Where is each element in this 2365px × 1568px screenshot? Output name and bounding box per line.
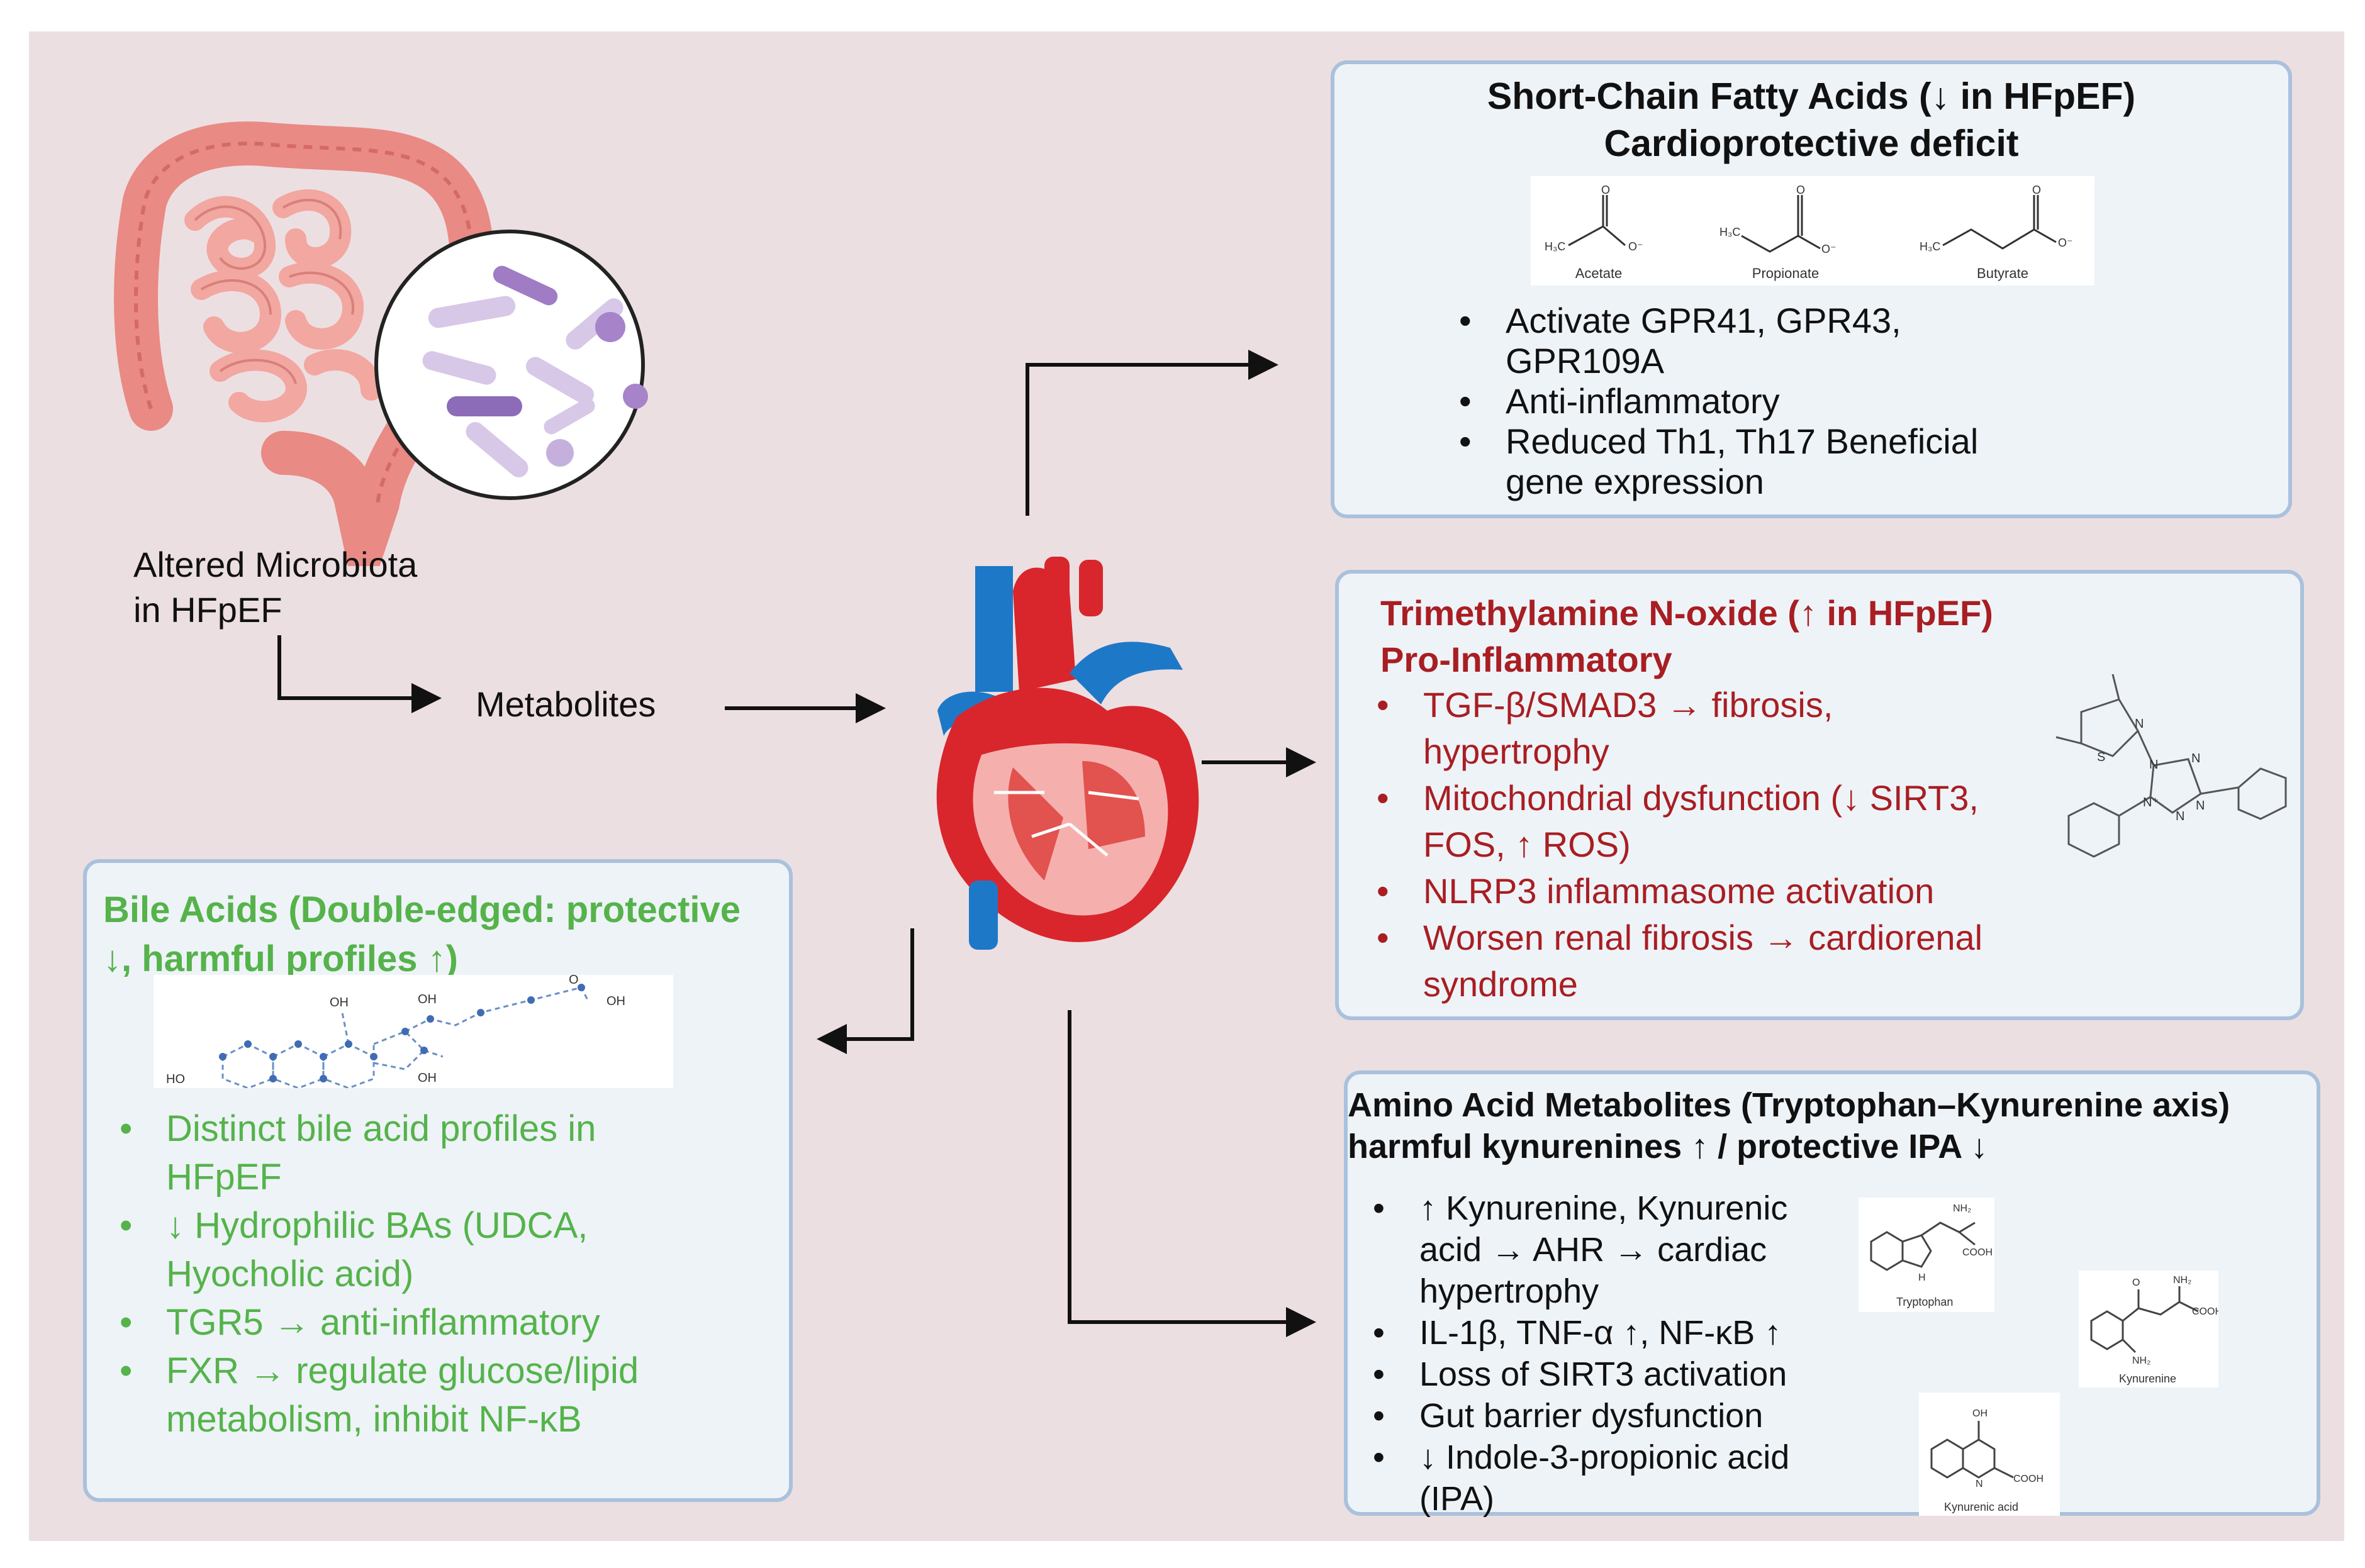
svg-text:NH₂: NH₂ (2173, 1275, 2191, 1286)
svg-text:OH: OH (1972, 1408, 1988, 1419)
svg-text:O⁻: O⁻ (1821, 243, 1837, 255)
intestine-illustration (114, 121, 648, 566)
list-item: TGF-β/SMAD3 → fibrosis,hypertrophy (1369, 682, 1982, 775)
scfa-bullets: Activate GPR41, GPR43,GPR109A Anti-infla… (1451, 301, 1978, 502)
svg-text:H₃C: H₃C (1545, 240, 1565, 253)
list-item: Anti-inflammatory (1451, 381, 1978, 421)
svg-text:O: O (1796, 184, 1805, 196)
list-item: Loss of SIRT3 activation (1365, 1354, 1789, 1395)
list-item: NLRP3 inflammasome activation (1369, 868, 1982, 915)
svg-text:O: O (2032, 184, 2041, 196)
propionate-label: Propionate (1752, 265, 1819, 281)
svg-text:COOH: COOH (1962, 1247, 1993, 1258)
tmao-title: Trimethylamine N-oxide (↑ in HFpEF) Pro-… (1380, 593, 1993, 679)
svg-text:N: N (2196, 799, 2205, 813)
butyrate-label: Butyrate (1977, 265, 2028, 281)
arrow-heart-to-amino (1068, 1010, 1316, 1337)
kynurenine-structure: O NH₂ COOH NH₂ Kynurenine (2079, 1271, 2218, 1387)
svg-text:H₃C: H₃C (1920, 240, 1940, 253)
svg-text:OH: OH (418, 993, 437, 1006)
svg-text:COOH: COOH (2192, 1306, 2218, 1317)
list-item: Gut barrier dysfunction (1365, 1395, 1789, 1437)
list-item: Mitochondrial dysfunction (↓ SIRT3,FOS, … (1369, 775, 1982, 868)
kynurenic-acid-structure: OH COOH N Kynurenic acid (1919, 1393, 2060, 1516)
svg-text:O⁻: O⁻ (1628, 240, 1643, 253)
amino-title: Amino Acid Metabolites (Tryptophan–Kynur… (1348, 1086, 2230, 1165)
svg-text:OH: OH (330, 996, 349, 1009)
bile-box: Bile Acids (Double-edged: protective ↓, … (83, 859, 793, 1502)
list-item: TGR5 → anti-inflammatory (112, 1298, 639, 1347)
bile-acid-structure: HO OH OH OH O OH (154, 975, 673, 1088)
svg-text:NH₂: NH₂ (1953, 1203, 1971, 1214)
list-item: ↓ Indole-3-propionic acid(IPA) (1365, 1437, 1789, 1520)
kynurenic-acid-label: Kynurenic acid (1944, 1501, 2018, 1513)
list-item: ↓ Hydrophilic BAs (UDCA,Hyocholic acid) (112, 1201, 639, 1298)
tmao-bullets: TGF-β/SMAD3 → fibrosis,hypertrophy Mitoc… (1369, 682, 1982, 1008)
list-item: Activate GPR41, GPR43,GPR109A (1451, 301, 1978, 381)
svg-text:O⁻: O⁻ (2058, 236, 2073, 249)
svg-text:N: N (2191, 752, 2200, 765)
svg-text:S: S (2097, 750, 2105, 764)
arrow-heart-to-scfa (1026, 350, 1278, 516)
microbiota-label: Altered Microbiota in HFpEF (133, 545, 418, 630)
svg-text:NH₂: NH₂ (2132, 1355, 2150, 1366)
svg-text:H: H (1918, 1272, 1926, 1283)
svg-text:O: O (2132, 1277, 2140, 1288)
heart-illustration (936, 557, 1199, 950)
svg-text:H₃C: H₃C (1719, 226, 1740, 238)
svg-text:O: O (1601, 184, 1610, 196)
list-item: Worsen renal fibrosis → cardiorenalsyndr… (1369, 915, 1982, 1008)
svg-text:N: N (2135, 717, 2144, 731)
tryptophan-label: Tryptophan (1896, 1296, 1953, 1308)
svg-text:OH: OH (607, 994, 625, 1008)
metabolites-label: Metabolites (476, 684, 656, 724)
tmao-box: Trimethylamine N-oxide (↑ in HFpEF) Pro-… (1335, 570, 2304, 1020)
arrow-heart-to-bile (817, 928, 914, 1054)
bile-title: Bile Acids (Double-edged: protective ↓, … (103, 889, 741, 979)
svg-text:OH: OH (418, 1071, 437, 1085)
amino-box: Amino Acid Metabolites (Tryptophan–Kynur… (1344, 1070, 2320, 1518)
tryptophan-structure: NH₂ COOH H Tryptophan (1859, 1198, 1994, 1312)
scfa-title: Short-Chain Fatty Acids (↓ in HFpEF) Car… (1487, 75, 2136, 164)
list-item: IL-1β, TNF-α ↑, NF-κB ↑ (1365, 1312, 1789, 1354)
list-item: FXR → regulate glucose/lipidmetabolism, … (112, 1347, 639, 1443)
svg-text:HO: HO (166, 1072, 185, 1086)
svg-text:N: N (2149, 758, 2158, 772)
svg-text:N⁺: N⁺ (2143, 796, 2159, 809)
arrow-microbiota-to-metabolites (277, 635, 442, 713)
svg-text:N: N (2176, 809, 2184, 823)
scfa-box: Short-Chain Fatty Acids (↓ in HFpEF) Car… (1331, 60, 2292, 518)
svg-text:N: N (1976, 1479, 1983, 1489)
svg-text:COOH: COOH (2013, 1474, 2044, 1484)
svg-text:O: O (569, 975, 579, 987)
kynurenine-label: Kynurenine (2119, 1372, 2176, 1385)
acetate-label: Acetate (1575, 265, 1623, 281)
